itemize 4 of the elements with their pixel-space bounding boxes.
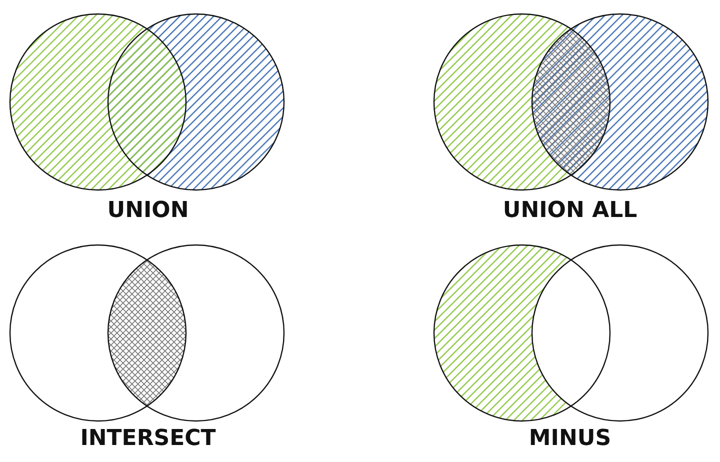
diagram-label: UNION — [107, 198, 189, 223]
diagram-label: INTERSECT — [80, 426, 216, 451]
diagram-label: MINUS — [528, 426, 612, 451]
diagram-label: UNION ALL — [502, 198, 638, 223]
